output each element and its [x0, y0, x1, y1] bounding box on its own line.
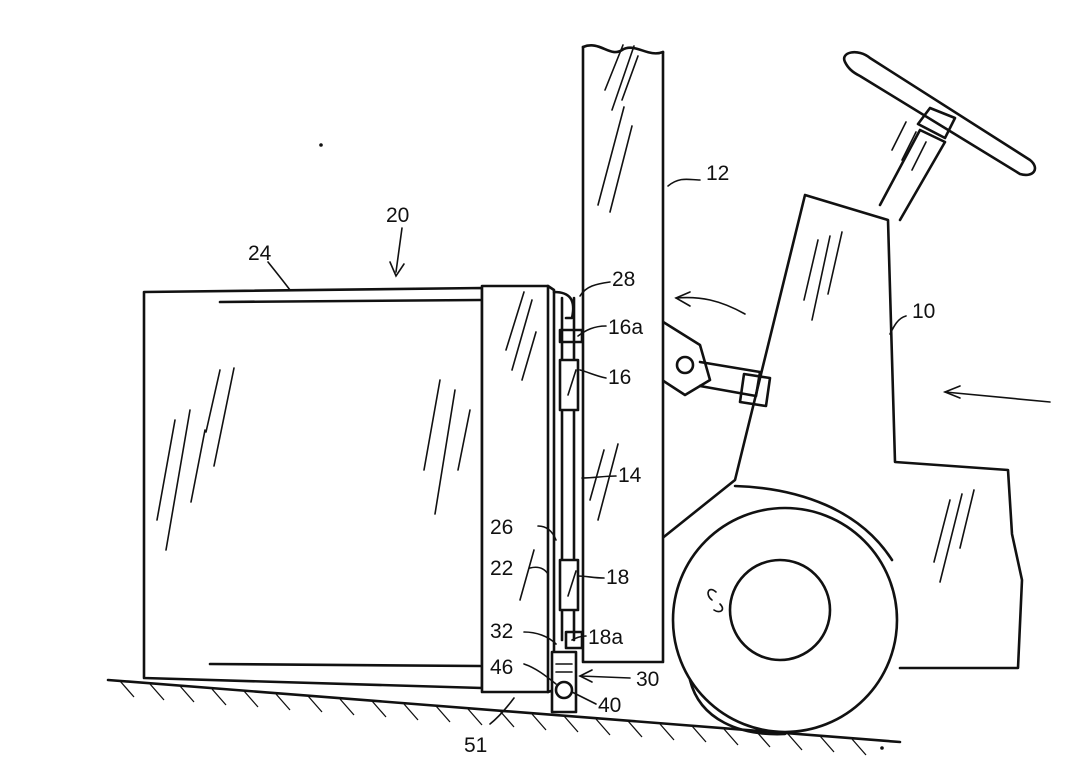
ref-30: 30 — [636, 668, 659, 691]
ref-22: 22 — [490, 557, 513, 580]
ref-20: 20 — [386, 204, 409, 227]
ref-46: 46 — [490, 656, 513, 679]
ref-24: 24 — [248, 242, 272, 265]
ref-14: 14 — [618, 464, 642, 487]
ref-18a: 18a — [588, 626, 623, 649]
ref-26: 26 — [490, 516, 513, 539]
speck — [319, 143, 323, 147]
fork-carriage — [560, 298, 582, 648]
ref-16: 16 — [608, 366, 631, 389]
tilt-cylinder — [660, 320, 770, 406]
ref-10: 10 — [912, 300, 935, 323]
ref-40: 40 — [598, 694, 621, 717]
ref-16a: 16a — [608, 316, 643, 339]
speck — [880, 746, 884, 750]
ref-18: 18 — [606, 566, 629, 589]
ref-32: 32 — [490, 620, 513, 643]
ref-28: 28 — [612, 268, 635, 291]
ref-12: 12 — [706, 162, 729, 185]
ref-51: 51 — [464, 734, 487, 757]
load-box — [144, 288, 482, 688]
front-wheel — [673, 508, 897, 734]
